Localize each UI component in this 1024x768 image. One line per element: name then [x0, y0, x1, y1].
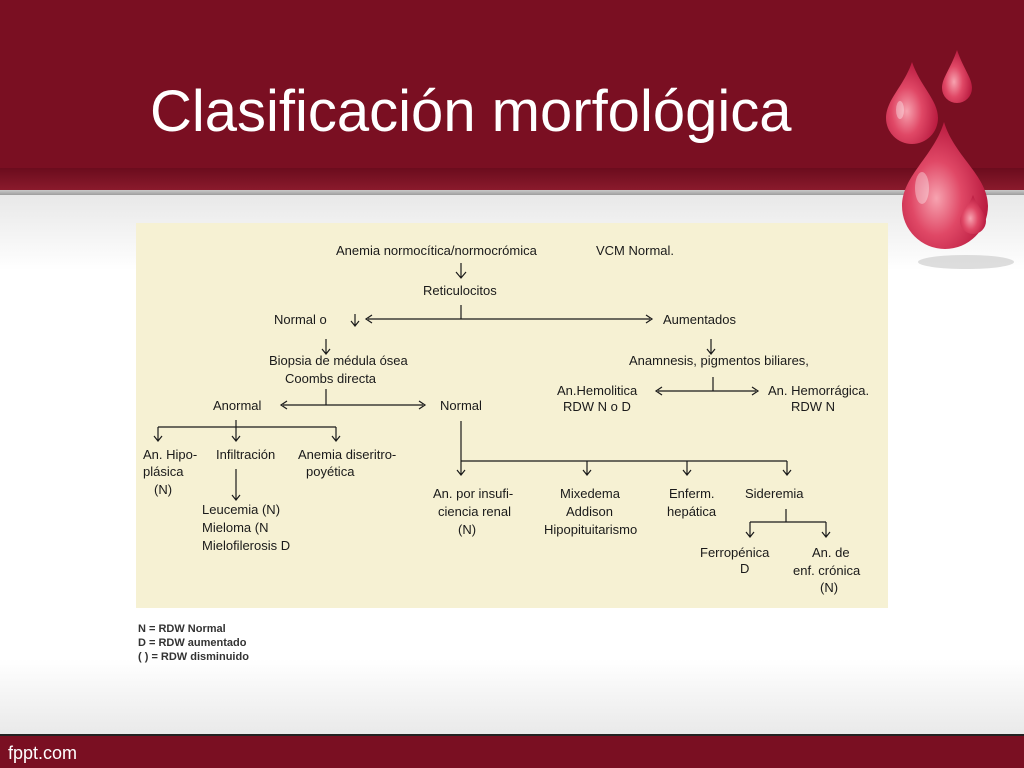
node-ferropenica-rdw: D	[740, 561, 750, 576]
node-mixedema: Mixedema	[560, 486, 620, 501]
legend-item: N = RDW Normal	[138, 623, 226, 635]
footer-divider	[0, 734, 1024, 737]
node-insuficiencia-renal-2: ciencia renal	[438, 504, 511, 519]
node-biopsia: Biopsia de médula ósea	[269, 353, 408, 368]
node-sideremia: Sideremia	[745, 486, 804, 501]
legend-item: D = RDW aumentado	[138, 637, 247, 649]
slide-header	[0, 0, 1024, 178]
header-band	[0, 168, 1024, 190]
legend-item: ( ) = RDW disminuido	[138, 651, 249, 663]
node-mieloma: Mieloma (N	[202, 520, 269, 535]
node-infiltracion: Infiltración	[216, 447, 276, 462]
node-aumentados: Aumentados	[663, 312, 736, 327]
slide-footer	[0, 736, 1024, 768]
node-anormal: Anormal	[213, 398, 262, 413]
node-hemolitica-rdw: RDW N o D	[563, 399, 631, 414]
node-ferropenica: Ferropénica	[700, 545, 770, 560]
node-leucemia: Leucemia (N)	[202, 502, 281, 517]
node-enf-cronica: An. de	[812, 545, 850, 560]
node-enferm-hepatica: Enferm.	[669, 486, 715, 501]
node-hipoplasica-rdw: (N)	[154, 482, 173, 497]
node-insuficiencia-renal-rdw: (N)	[458, 522, 477, 537]
node-hemorragica-rdw: RDW N	[791, 399, 836, 414]
node-hemorragica: An. Hemorrágica.	[768, 383, 870, 398]
node-enferm-hepatica-2: hepática	[667, 504, 717, 519]
node-hipopituitarismo: Hipopituitarismo	[544, 522, 638, 537]
node-root: Anemia normocítica/normocrómica	[336, 243, 537, 258]
node-anamnesis: Anamnesis, pigmentos biliares,	[629, 353, 809, 368]
node-reticulocitos: Reticulocitos	[423, 283, 497, 298]
footer-brand: fppt.com	[8, 743, 78, 763]
node-normal: Normal	[440, 398, 482, 413]
node-coombs: Coombs directa	[285, 371, 377, 386]
slide-title: Clasificación morfológica	[150, 79, 792, 144]
blood-drops-icon	[886, 50, 1014, 269]
header-divider	[0, 190, 1024, 195]
legend: N = RDW Normal D = RDW aumentado ( ) = R…	[138, 622, 249, 664]
node-enf-cronica-rdw: (N)	[820, 580, 839, 595]
flowchart-panel: Anemia normocítica/normocrómica VCM Norm…	[136, 223, 888, 608]
node-hipoplasica-2: plásica	[143, 464, 184, 479]
flowchart-connectors	[153, 263, 831, 538]
node-addison: Addison	[566, 504, 613, 519]
node-hipoplasica: An. Hipo-	[143, 447, 198, 462]
node-mielofibrosis: Mielofilerosis D	[202, 538, 291, 553]
node-diseritropoyetica: Anemia diseritro-	[298, 447, 397, 462]
node-hemolitica: An.Hemolitica	[557, 383, 638, 398]
node-vcm: VCM Normal.	[596, 243, 675, 258]
node-insuficiencia-renal: An. por insufi-	[433, 486, 514, 501]
node-diseritropoyetica-2: poyética	[306, 464, 355, 479]
node-enf-cronica-2: enf. crónica	[793, 563, 861, 578]
node-normal-o: Normal o	[274, 312, 327, 327]
